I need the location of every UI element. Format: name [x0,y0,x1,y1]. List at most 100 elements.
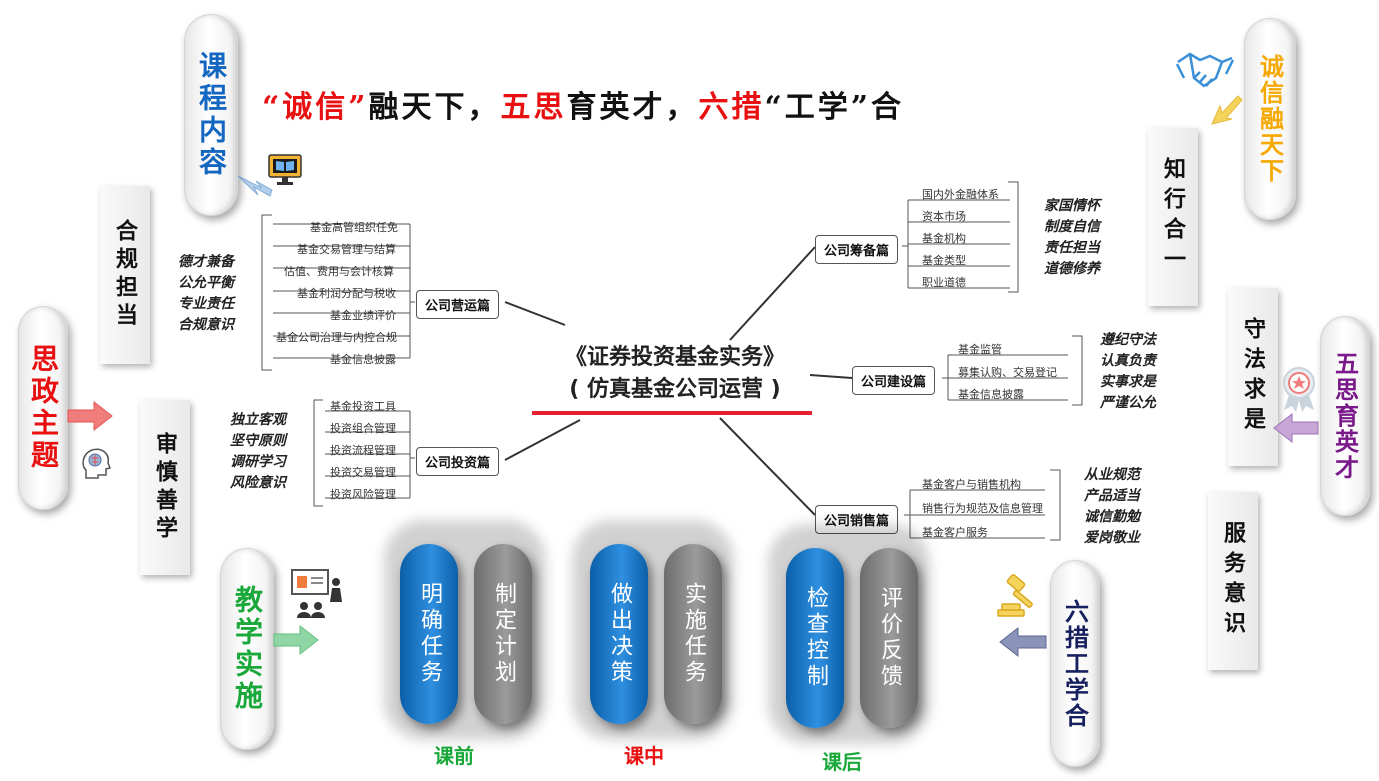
value-prep-1: 制度自信 [1044,219,1100,235]
values-investment: 独立客观 坚守原则 调研学习 风险意识 [230,410,286,494]
integrity-text: 诚信融天下 [1255,54,1284,184]
center-title: 《证券投资基金实务》 ( 仿真基金公司运营 ) [555,342,795,406]
slogan-part3: 五思 [500,90,567,125]
label-compliance: 合规担当 [100,186,150,364]
leaf-cons-0: 基金监管 [958,343,1002,356]
value-inv-0: 独立客观 [230,412,286,428]
value-prep-0: 家国情怀 [1044,198,1100,214]
six-measures-text: 六措工学合 [1060,598,1089,729]
values-construction: 遵纪守法 认真负责 实事求是 严谨公允 [1100,330,1156,414]
leaf-prep-3: 基金类型 [922,254,966,267]
leaf-op-4: 基金业绩评价 [330,309,396,322]
label-ideology: 思政主题 [18,306,68,510]
leaf-op-0: 基金高管组织任免 [310,221,398,234]
stage-evaluate-feedback: 评价反馈 [860,548,918,728]
brain-head-icon [80,446,112,480]
value-cons-1: 认真负责 [1100,353,1156,369]
node-sales: 公司销售篇 [815,505,899,534]
label-integrity: 诚信融天下 [1244,18,1296,220]
value-prep-3: 道德修养 [1044,261,1100,277]
stage-clarify-task: 明确任务 [400,544,458,724]
leaf-inv-0: 基金投资工具 [330,400,396,413]
arrow-integrity [1211,95,1243,125]
course-content-text: 课程内容 [195,51,228,179]
slogan-part6: “工学”合 [764,90,905,125]
leaf-op-1: 基金交易管理与结算 [297,243,396,256]
arrow-teaching [273,624,319,656]
leaf-op-6: 基金信息披露 [330,353,396,366]
value-cons-0: 遵纪守法 [1100,332,1156,348]
leaf-sales-1: 销售行为规范及信息管理 [922,502,1043,515]
leaf-op-3: 基金利润分配与税收 [297,287,396,300]
gavel-icon [994,574,1044,622]
node-preparation: 公司筹备篇 [815,235,899,264]
leaf-inv-3: 投资交易管理 [330,466,396,479]
leaf-inv-4: 投资风险管理 [330,488,396,501]
node-investment: 公司投资篇 [416,447,500,476]
label-prudent: 审慎善学 [140,400,190,575]
slogan: “诚信”融天下，五思育英才，六措“工学”合 [262,82,904,126]
label-course-content: 课程内容 [184,14,238,216]
value-sales-2: 诚信勤勉 [1084,509,1140,525]
slogan-part2: 融天下， [368,90,501,125]
unity-text: 知行合一 [1160,157,1186,277]
node-construction: 公司建设篇 [852,366,936,395]
values-sales: 从业规范 产品适当 诚信勤勉 爱岗敬业 [1084,465,1140,549]
value-op-2: 专业责任 [178,296,234,312]
phase-during-class: 课中 [624,744,664,768]
leaf-op-2: 估值、费用与会计核算 [284,265,394,278]
value-inv-1: 坚守原则 [230,433,286,449]
label-six-measures: 六措工学合 [1050,560,1100,767]
presentation-icon [290,568,348,620]
value-op-1: 公允平衡 [178,275,234,291]
label-unity: 知行合一 [1148,128,1198,306]
values-operation: 德才兼备 公允平衡 专业责任 合规意识 [178,252,234,336]
label-law: 守法求是 [1228,288,1278,466]
teaching-text: 教学实施 [231,585,264,713]
value-cons-3: 严谨公允 [1100,395,1156,411]
handshake-icon [1175,48,1235,94]
stage-implement-task: 实施任务 [664,544,722,724]
value-sales-0: 从业规范 [1084,467,1140,483]
leaf-prep-2: 基金机构 [922,232,966,245]
arrow-six-measures [999,626,1047,658]
award-ribbon-icon [1280,366,1318,412]
values-preparation: 家国情怀 制度自信 责任担当 道德修养 [1044,196,1100,280]
stage-make-decision: 做出决策 [590,544,648,724]
book-screen-icon [268,154,302,186]
node-operation: 公司营运篇 [416,290,500,319]
slogan-part5: 六措 [698,90,765,125]
value-op-0: 德才兼备 [178,254,234,270]
value-inv-2: 调研学习 [230,454,286,470]
value-sales-3: 爱岗敬业 [1084,530,1140,546]
value-prep-2: 责任担当 [1044,240,1100,256]
phase-after-class: 课后 [822,750,862,774]
label-five-thoughts: 五思育英才 [1320,316,1370,516]
center-title-line1: 《证券投资基金实务》 [564,345,785,370]
value-cons-2: 实事求是 [1100,374,1156,390]
value-inv-3: 风险意识 [230,475,286,491]
slogan-part4: 育英才， [566,90,699,125]
five-thoughts-text: 五思育英才 [1330,351,1359,481]
leaf-prep-1: 资本市场 [922,210,966,223]
leaf-inv-2: 投资流程管理 [330,444,396,457]
center-title-line2: ( 仿真基金公司运营 ) [569,377,781,402]
arrow-course-icon [237,175,273,197]
leaf-op-5: 基金公司治理与内控合规 [276,331,397,344]
leaf-cons-2: 基金信息披露 [958,388,1024,401]
leaf-sales-2: 基金客户服务 [922,526,988,539]
value-sales-1: 产品适当 [1084,488,1140,504]
stage-check-control: 检查控制 [786,548,844,728]
stage-make-plan: 制定计划 [474,544,532,724]
ideology-text: 思政主题 [27,344,60,472]
leaf-cons-1: 募集认购、交易登记 [958,366,1057,379]
value-op-3: 合规意识 [178,317,234,333]
prudent-text: 审慎善学 [152,431,178,544]
arrow-five-thoughts [1273,412,1319,444]
phase-before-class: 课前 [434,744,474,768]
label-service: 服务意识 [1208,492,1258,670]
service-text: 服务意识 [1220,521,1246,641]
leaf-sales-0: 基金客户与销售机构 [922,478,1021,491]
